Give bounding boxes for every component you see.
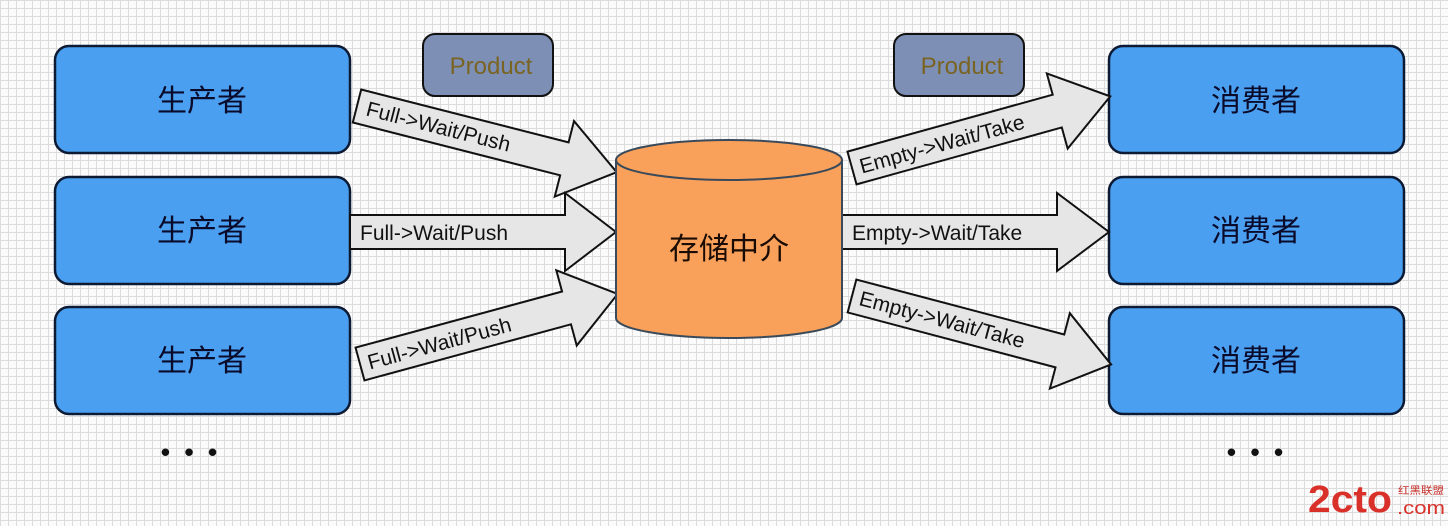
consumer-label: 消费者 (1211, 84, 1301, 119)
consumer-node: 消费者 (1107, 44, 1406, 155)
storage-label: 存储中介 (669, 232, 789, 267)
watermark-domain: .com (1397, 498, 1445, 518)
watermark-logo: 2cto 红黑联盟 .com (1308, 479, 1445, 521)
product-tag-label: Product (450, 53, 533, 80)
storage-cylinder: 存储中介 (615, 139, 843, 339)
producer-label: 生产者 (157, 84, 247, 119)
consumer-label: 消费者 (1211, 214, 1301, 249)
product-tag: Product (422, 33, 554, 97)
producer-label: 生产者 (157, 344, 247, 379)
product-tag-label: Product (921, 53, 1004, 80)
producer-node: 生产者 (53, 175, 352, 286)
producer-arrow: Full->Wait/Push (354, 268, 620, 382)
watermark-brand: 2cto (1308, 479, 1392, 521)
producer-label: 生产者 (157, 214, 247, 249)
consumer-arrow-label: Empty->Wait/Take (852, 222, 1022, 245)
consumer-node: 消费者 (1107, 175, 1406, 286)
consumers-ellipsis: • • • (1224, 439, 1287, 469)
consumer-node: 消费者 (1107, 305, 1406, 416)
producer-arrow-label: Full->Wait/Push (360, 222, 508, 245)
consumer-arrow: Empty->Wait/Take (841, 191, 1111, 273)
producer-arrow: Full->Wait/Push (349, 190, 618, 274)
producers-ellipsis: • • • (158, 439, 221, 469)
watermark-cn-text: 红黑联盟 (1398, 484, 1444, 497)
consumer-arrow: Empty->Wait/Take (846, 278, 1113, 391)
producer-node: 生产者 (53, 305, 352, 416)
product-tag: Product (893, 33, 1025, 97)
consumer-label: 消费者 (1211, 344, 1301, 379)
producer-node: 生产者 (53, 44, 352, 155)
